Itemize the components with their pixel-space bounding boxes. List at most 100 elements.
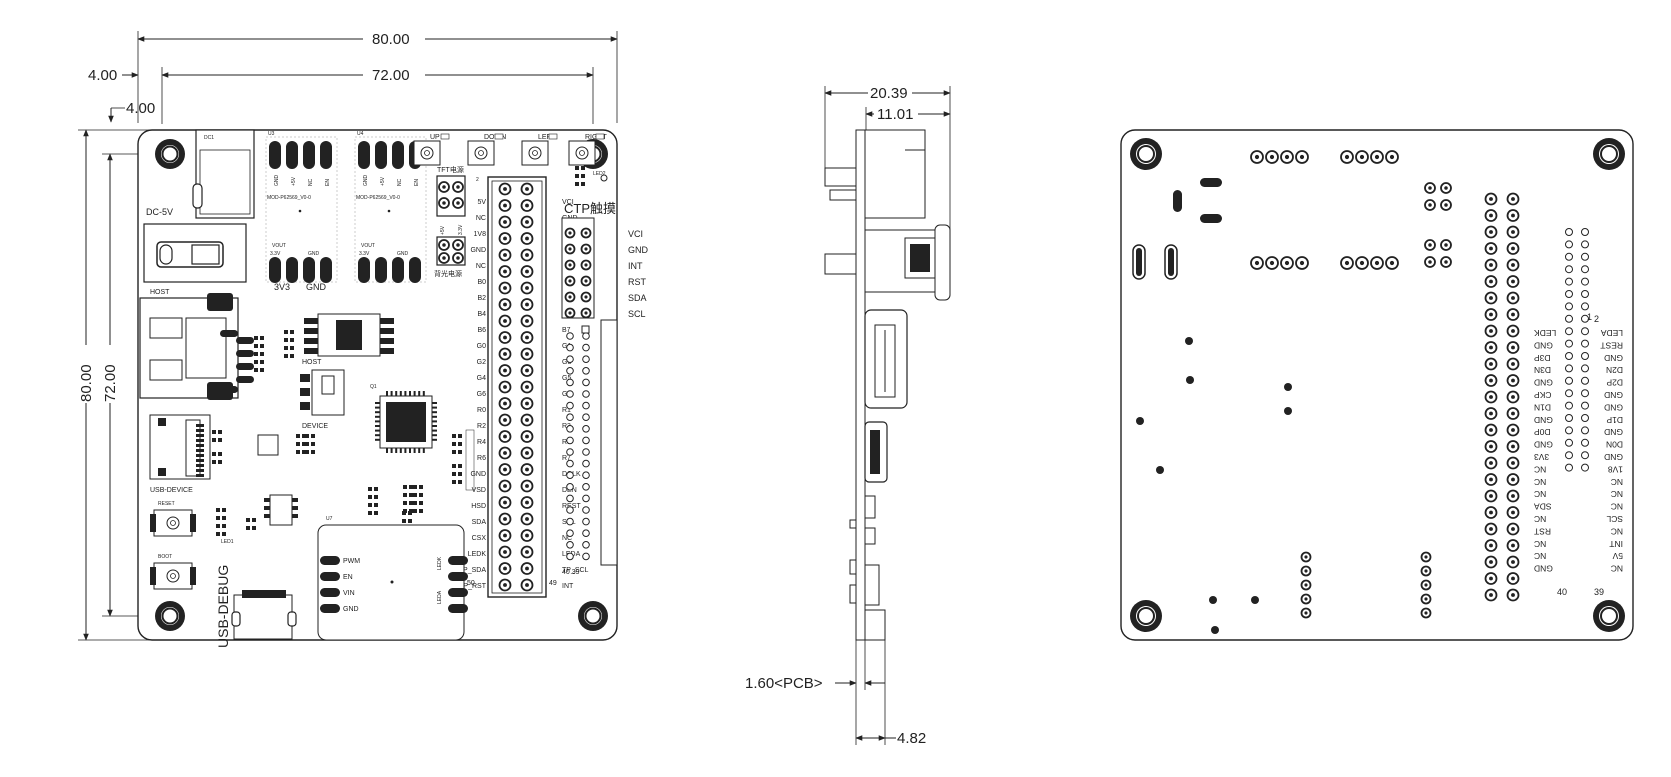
ctp-fpc-connector [600,319,618,566]
back-header-pin [1484,390,1498,404]
u7-right-pad [448,556,468,565]
header-pin [520,331,534,344]
u7-right-pad [448,572,468,581]
header-num-top: 2 [476,177,479,183]
dim-front-left-offset: 4.00 [88,67,117,84]
back-header-pin [1506,522,1520,536]
back-fpc-label-a: GND [1534,440,1553,450]
mounting-hole [155,139,185,169]
fpc-pin [566,355,574,364]
header-left-label: R6 [477,455,486,462]
ctp-pin [580,259,592,271]
fpc-pin [566,413,574,422]
back-fpc-pin [1581,364,1589,373]
ctp-pin [580,275,592,287]
header-pin [498,347,512,361]
fpc-pin [566,471,574,480]
ctp-pin [564,275,576,287]
back-header-pin [1484,572,1498,585]
module-top-pad [286,141,298,169]
u7-pin-label: PWM [343,558,360,565]
fpc-pin [582,471,590,480]
back-fpc-pin [1565,339,1573,348]
header-left-label: 1V8 [474,231,487,238]
smd-pad [236,350,254,357]
back-header-pin [1506,209,1520,222]
back-pad [1300,551,1312,563]
u7-pin-label: VIN [343,590,355,597]
back-pad [1340,150,1354,164]
back-fpc-pin [1581,314,1589,323]
header-pin [520,413,534,427]
header-left-label: G0 [477,343,486,350]
module-top-pin-label: +5V [291,176,297,186]
header-pin [520,397,534,410]
back-header-pin [1484,539,1498,552]
header-left-label: GND [470,471,486,478]
header-right-label: R1 [562,407,571,414]
back-pad [1355,150,1369,164]
host-device-switch [300,369,345,416]
power-switch [143,223,247,283]
header-left-label: G4 [477,375,486,382]
back-header-pin [1506,357,1520,371]
header-num-bottom-right: 49 [549,580,557,587]
chip-u6 [264,494,298,526]
fpc-pin [582,483,590,491]
back-fpc-label-b: 5V [1612,551,1623,561]
jumper-pin [452,252,464,264]
v3v3-label: 3.3V [458,224,464,235]
back-pad [1340,256,1354,270]
dc-label: DC-5V [146,207,173,217]
back-fpc-label-a: NC [1534,551,1546,561]
back-pad [1420,607,1432,619]
u7-left-pad [320,588,340,597]
nav-button-left [521,140,549,166]
header-pin [498,446,512,460]
header-pin [498,298,512,311]
header-left-label: B2 [477,295,486,302]
dc-ref-label: DC1 [204,135,214,141]
back-smd-pad [1173,190,1182,212]
header-right-label: VCI [562,199,574,206]
header-pin [520,562,534,575]
ctp-pin [580,307,592,319]
back-fpc-pin [1581,228,1589,236]
header-pin [498,265,512,278]
header-pin [498,430,512,443]
back-pad [1295,256,1309,270]
back-fpc-label-a: D3P [1534,353,1551,363]
back-header-pin [1506,258,1520,272]
back-header-pin [1484,423,1498,437]
back-fpc-pin [1581,265,1589,274]
fpc-right-top: 2 [1594,314,1599,324]
back-header-pin [1484,588,1498,602]
back-fpc-label-b: GND [1604,390,1623,400]
ctp-pin [564,291,576,303]
header-right-label: R5 [562,439,571,446]
backlight-driver-module [317,524,465,641]
back-fpc-label-a: CKP [1534,390,1552,400]
ctp-pin [580,291,592,303]
fpc-left-bottom: 40 [1557,587,1567,597]
header-left-label: TP_SDA [459,567,487,574]
chip-u5 [257,434,279,456]
back-header-pin [1506,308,1520,321]
back-pad [1370,150,1384,164]
back-fpc-pin [1581,240,1589,249]
back-fpc-pin [1581,414,1589,422]
back-header-pin [1506,473,1520,486]
module-bottom-pad [286,257,298,283]
back-fpc-pin [1565,364,1573,373]
header-pin [498,463,512,476]
back-fpc-pin [1565,290,1573,298]
back-fpc-pin [1565,389,1573,398]
ctp-pin [580,227,592,239]
back-header-pin [1506,506,1520,519]
back-header-pin [1484,209,1498,222]
back-pad [1424,239,1436,251]
back-pad [1440,199,1452,211]
led2-label: LED2 [593,171,606,177]
fpc-pin [582,401,590,410]
back-fpc-label-b: NC [1611,502,1623,512]
